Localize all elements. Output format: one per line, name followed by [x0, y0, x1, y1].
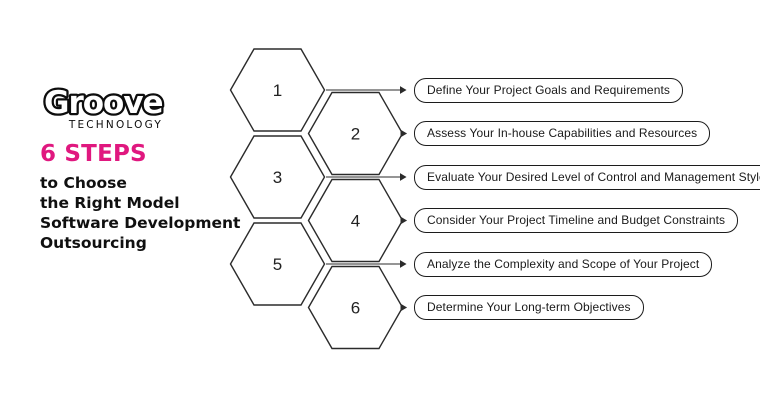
logo-brand-text: Groove [44, 85, 163, 121]
step-number-4: 4 [351, 212, 360, 231]
step-label-3: Evaluate Your Desired Level of Control a… [414, 164, 760, 190]
logo-subtitle-text: TECHNOLOGY [68, 119, 163, 131]
title-line-1: to Choose [40, 174, 127, 192]
title-block: 6 STEPS to Choose the Right Model Softwa… [40, 141, 240, 253]
title-highlight: 6 STEPS [40, 141, 147, 167]
step-label-4: Consider Your Project Timeline and Budge… [414, 208, 739, 233]
step-number-5: 5 [273, 255, 282, 274]
step-number-1: 1 [273, 81, 282, 100]
groove-technology-logo: Groove TECHNOLOGY [42, 83, 166, 131]
step-label-6: Determine Your Long-term Objectives [414, 295, 644, 320]
step-number-2: 2 [351, 125, 360, 144]
step-label-1: Define Your Project Goals and Requiremen… [414, 77, 684, 103]
hexagon-5 [229, 222, 326, 306]
step-number-3: 3 [273, 168, 282, 187]
step-label-2: Assess Your In-house Capabilities and Re… [414, 121, 711, 146]
title-line-3: Software Development [40, 214, 241, 232]
title-line-2: the Right Model [40, 194, 180, 212]
hexagon-3 [229, 135, 326, 219]
hexagon-1 [229, 48, 326, 132]
step-number-6: 6 [351, 299, 360, 318]
title-line-4: Outsourcing [40, 234, 147, 252]
step-label-5: Analyze the Complexity and Scope of Your… [414, 251, 713, 277]
